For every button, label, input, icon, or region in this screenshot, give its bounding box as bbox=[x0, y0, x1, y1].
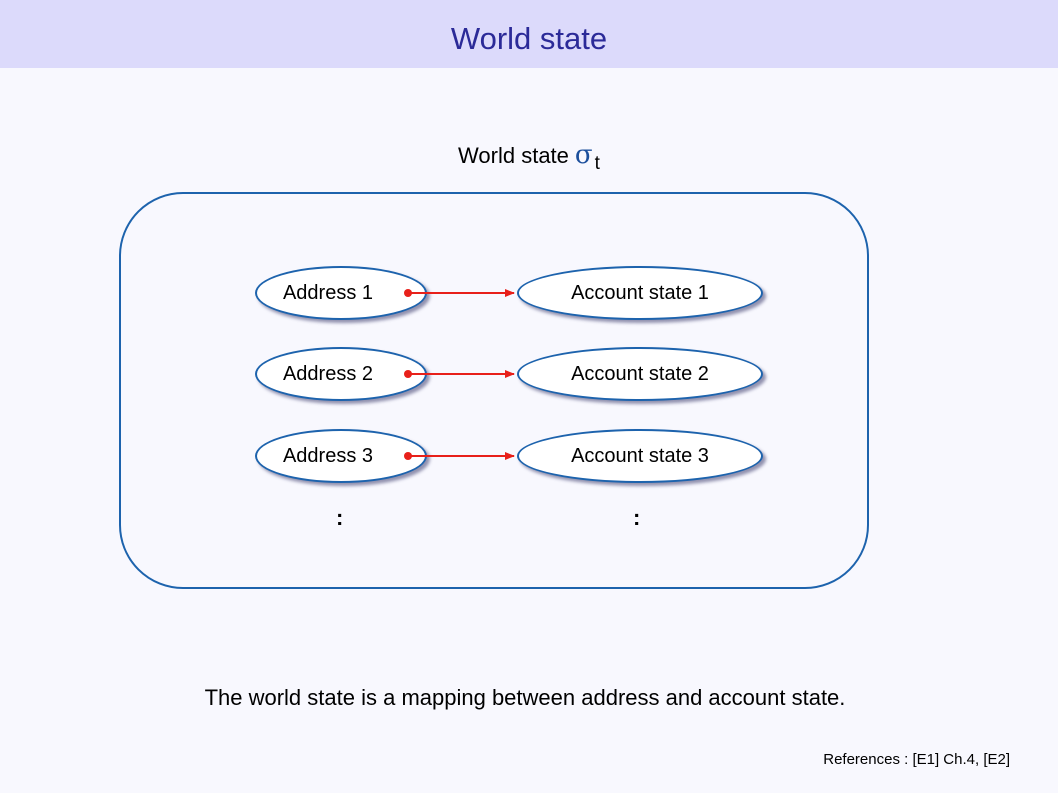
address-node: Address 3 bbox=[255, 429, 427, 483]
sigma-symbol: σ bbox=[574, 140, 593, 170]
account-state-node: Account state 2 bbox=[517, 347, 763, 401]
slide-title: World state bbox=[450, 21, 608, 56]
references-text: References : [E1] Ch.4, [E2] bbox=[823, 751, 1010, 768]
account-state-node: Account state 3 bbox=[517, 429, 763, 483]
account-state-label: Account state 3 bbox=[571, 444, 709, 467]
continuation-dots-left: : bbox=[336, 505, 344, 530]
address-label: Address 2 bbox=[282, 362, 374, 385]
address-label: Address 1 bbox=[282, 281, 374, 304]
address-node: Address 2 bbox=[255, 347, 427, 401]
title-bar bbox=[0, 0, 1058, 68]
sigma-subscript: t bbox=[594, 153, 600, 174]
account-state-node: Account state 1 bbox=[517, 266, 763, 320]
world-state-box bbox=[119, 192, 869, 589]
summary-text: The world state is a mapping between add… bbox=[204, 685, 846, 710]
address-label: Address 3 bbox=[282, 444, 374, 467]
account-state-label: Account state 2 bbox=[571, 362, 709, 385]
continuation-dots-right: : bbox=[633, 505, 641, 530]
address-node: Address 1 bbox=[255, 266, 427, 320]
caption-text: World state bbox=[458, 143, 569, 168]
account-state-label: Account state 1 bbox=[571, 281, 709, 304]
